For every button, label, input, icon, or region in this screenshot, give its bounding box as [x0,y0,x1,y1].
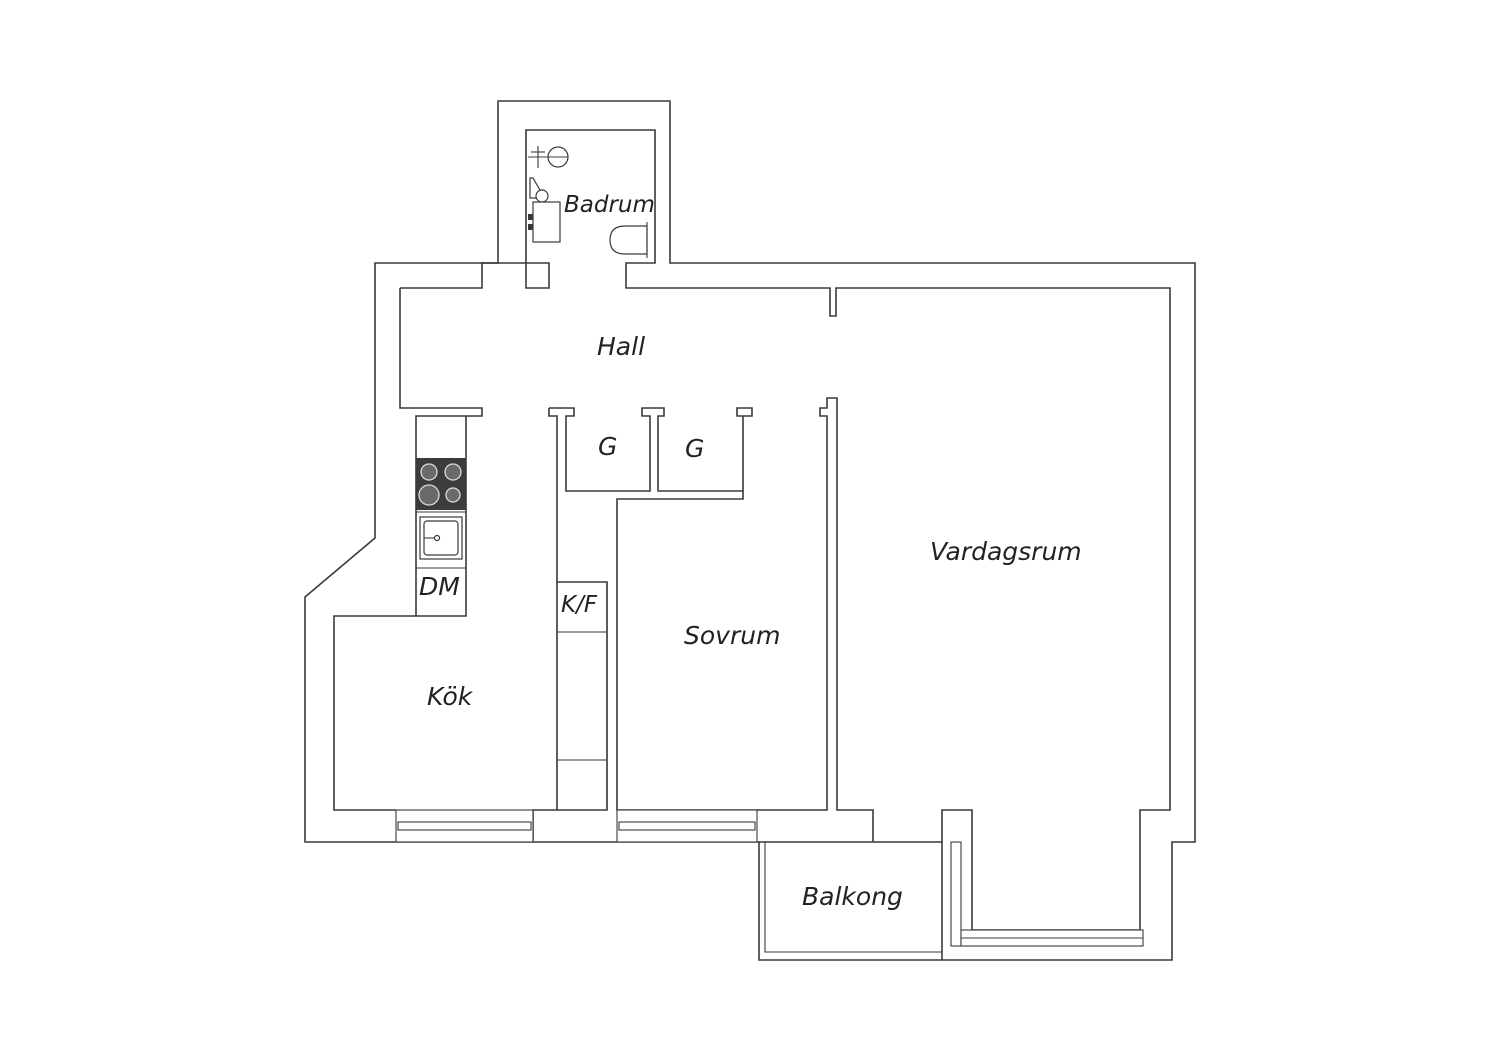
window-kitchen [395,809,534,843]
bedroom-wall [616,397,874,842]
balcony-wall [759,841,943,960]
room-label-closet-1: G [598,432,617,461]
room-label-hall: Hall [597,332,645,361]
room-label-balcony: Balkong [802,882,903,911]
closet-left-post [548,408,558,420]
kitchen-wall [333,615,416,811]
kitchen-right-wall [532,420,558,842]
bathroom-sink-icon [528,177,561,243]
room-label-bathroom: Badrum [564,192,655,218]
outer-wall [304,100,1196,961]
room-label-living-room: Vardagsrum [930,537,1082,566]
toilet-icon [609,222,648,258]
hall-left-wall [399,288,483,417]
window-bedroom [616,809,758,843]
closet-wall [549,407,753,492]
room-label-fridge-freezer: K/F [561,592,598,618]
room-label-closet-2: G [685,434,704,463]
balcony-inner [764,842,942,953]
balcony-door [950,841,1144,947]
room-label-dishwasher: DM [419,572,460,601]
room-label-kitchen: Kök [427,682,474,711]
stove-icon [416,458,466,510]
kitchen-sink-icon [419,516,463,560]
room-label-bedroom: Sovrum [684,621,780,650]
shower-icon [528,146,569,168]
kitchen-counter [415,415,467,617]
